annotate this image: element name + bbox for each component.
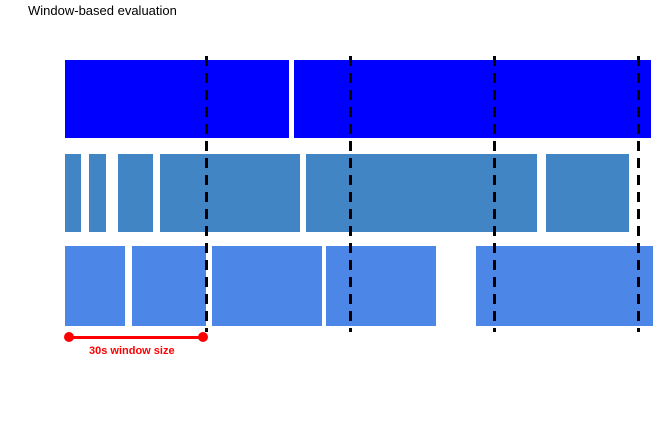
track-2-segment (89, 154, 106, 232)
track-2-segment (118, 154, 153, 232)
track-3-segment (326, 246, 436, 326)
track-2-segment (546, 154, 629, 232)
track-3-segment (65, 246, 125, 326)
arrow-endpoint-right-dot (198, 332, 208, 342)
track-2-segment (306, 154, 537, 232)
window-size-arrow-line (69, 336, 203, 339)
track-3-segment (212, 246, 322, 326)
window-boundary-dashed-line (636, 56, 640, 332)
track-2-segment (65, 154, 81, 232)
window-boundary-dashed-line (492, 56, 496, 332)
track-2-segment (160, 154, 300, 232)
track-3-segment (476, 246, 653, 326)
window-boundary-dashed-line (204, 56, 208, 332)
track-3-segment (132, 246, 206, 326)
figure-title: Window-based evaluation (28, 3, 177, 18)
track-1-segment (65, 60, 289, 138)
window-size-label: 30s window size (89, 345, 175, 357)
arrow-endpoint-left-dot (64, 332, 74, 342)
track-1-segment (294, 60, 651, 138)
window-boundary-dashed-line (348, 56, 352, 332)
